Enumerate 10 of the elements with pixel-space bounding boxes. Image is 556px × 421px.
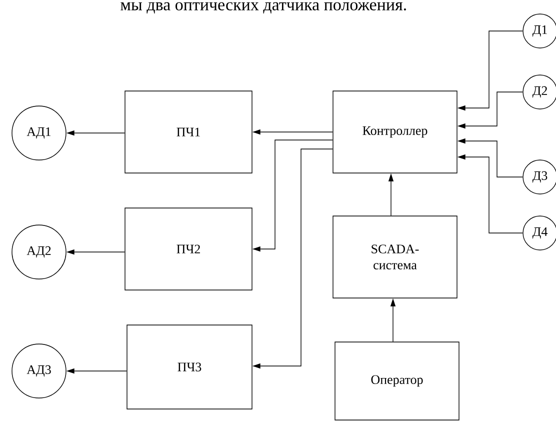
circle-node: АД3 bbox=[12, 344, 66, 398]
block-box: Оператор bbox=[334, 342, 460, 420]
block-box: Контроллер bbox=[332, 90, 458, 174]
circle-node: АД1 bbox=[12, 106, 66, 160]
block-box: ПЧ1 bbox=[124, 90, 252, 174]
block-box: ПЧ2 bbox=[124, 208, 252, 290]
circle-node: АД2 bbox=[12, 224, 66, 280]
block-box: ПЧ3 bbox=[126, 324, 252, 410]
block-box: SCADA-система bbox=[332, 216, 458, 298]
caption-text: мы два оптических датчика положения. bbox=[120, 2, 406, 14]
